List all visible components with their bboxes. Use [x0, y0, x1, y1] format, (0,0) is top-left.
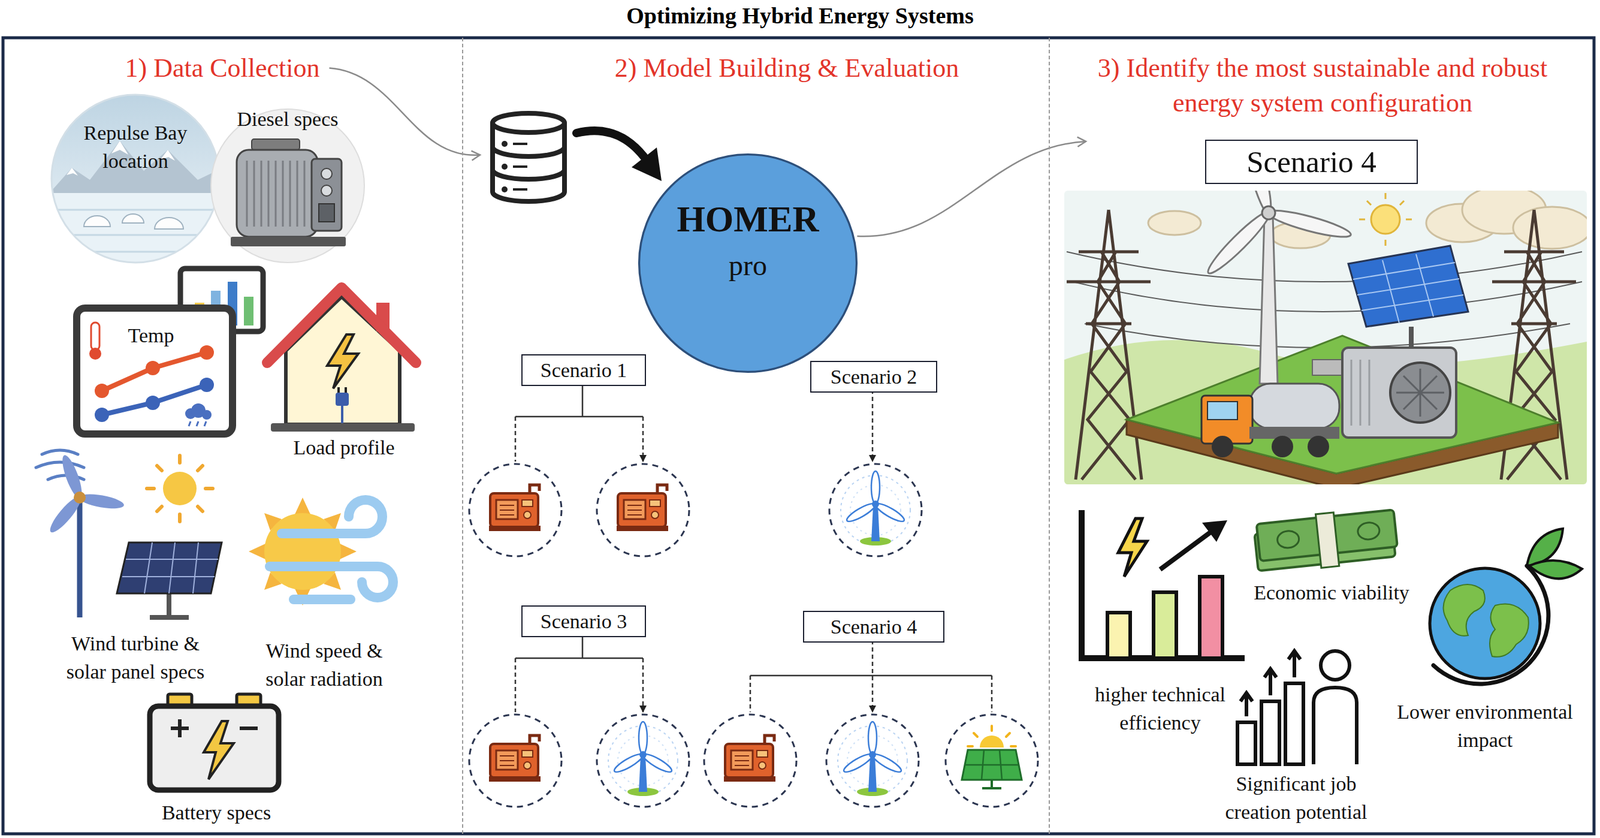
homer-title: HOMER — [637, 198, 859, 241]
stage-panel: 1) Data Collection — [2, 37, 463, 834]
panel-heading: 3) Identify the most sustainable and rob… — [1082, 50, 1563, 121]
homer-circle: HOMER pro — [637, 152, 859, 374]
scenario-brackets — [515, 383, 992, 712]
icon-caption: Wind speed & solar radiation — [252, 636, 397, 693]
icon-caption: Repulse Bay location — [63, 118, 208, 175]
efficiency-chart-icon — [1081, 509, 1245, 658]
icon-caption: Diesel specs — [197, 104, 378, 134]
icon-caption: Economic viability — [1229, 578, 1434, 607]
icon-caption: Significant job creation potential — [1218, 769, 1375, 826]
globe-icon — [1429, 528, 1583, 684]
battery-icon — [149, 693, 279, 790]
diagram-title: Optimizing Hybrid Energy Systems — [0, 2, 1600, 29]
icon-caption: Temp — [115, 321, 187, 350]
diesel-generator — [210, 109, 365, 263]
turbine-and-panel-icon — [35, 450, 222, 618]
panel-heading: 1) Data Collection — [42, 50, 403, 86]
scenario-box: Scenario 4 — [1205, 139, 1418, 184]
wind-solar-icon — [248, 497, 394, 606]
panel-heading: 2) Model Building & Evaluation — [547, 50, 1027, 86]
scenario-label: Scenario 4 — [830, 614, 917, 639]
icon-caption: higher technical efficiency — [1079, 680, 1242, 737]
outer-frame — [2, 37, 1595, 834]
scenario-label: Scenario 1 — [540, 357, 627, 383]
scenario-icons — [469, 463, 1038, 807]
icon-caption: Load profile — [266, 433, 422, 462]
icon-caption: Wind turbine & solar panel specs — [57, 629, 214, 686]
homer-subtitle: pro — [637, 248, 859, 283]
temperature-chart — [76, 268, 264, 434]
hybrid-system-illustration — [1064, 128, 1592, 489]
flow-connector — [329, 68, 481, 156]
load-profile-house — [267, 287, 416, 432]
flow-connector — [856, 141, 1086, 237]
icon-caption: Battery specs — [132, 798, 301, 827]
scenario-box: Scenario 3 — [521, 605, 646, 638]
icon-caption: Lower environmental impact — [1383, 697, 1587, 754]
scenario-label: Scenario 4 — [1246, 143, 1377, 181]
scenario-box: Scenario 1 — [521, 354, 646, 386]
money-icon — [1253, 505, 1399, 575]
stage-panel: 2) Model Building & EvaluationHOMER proSc… — [462, 37, 1049, 834]
scenario-label: Scenario 2 — [830, 364, 917, 389]
scenario-box: Scenario 4 — [802, 610, 945, 643]
data-flow-arrow — [576, 130, 662, 181]
job-creation-icon — [1237, 650, 1357, 765]
database-icon — [492, 113, 565, 202]
scenario-box: Scenario 2 — [810, 360, 938, 393]
scenario-label: Scenario 3 — [540, 608, 627, 634]
location-illustration — [47, 89, 228, 271]
